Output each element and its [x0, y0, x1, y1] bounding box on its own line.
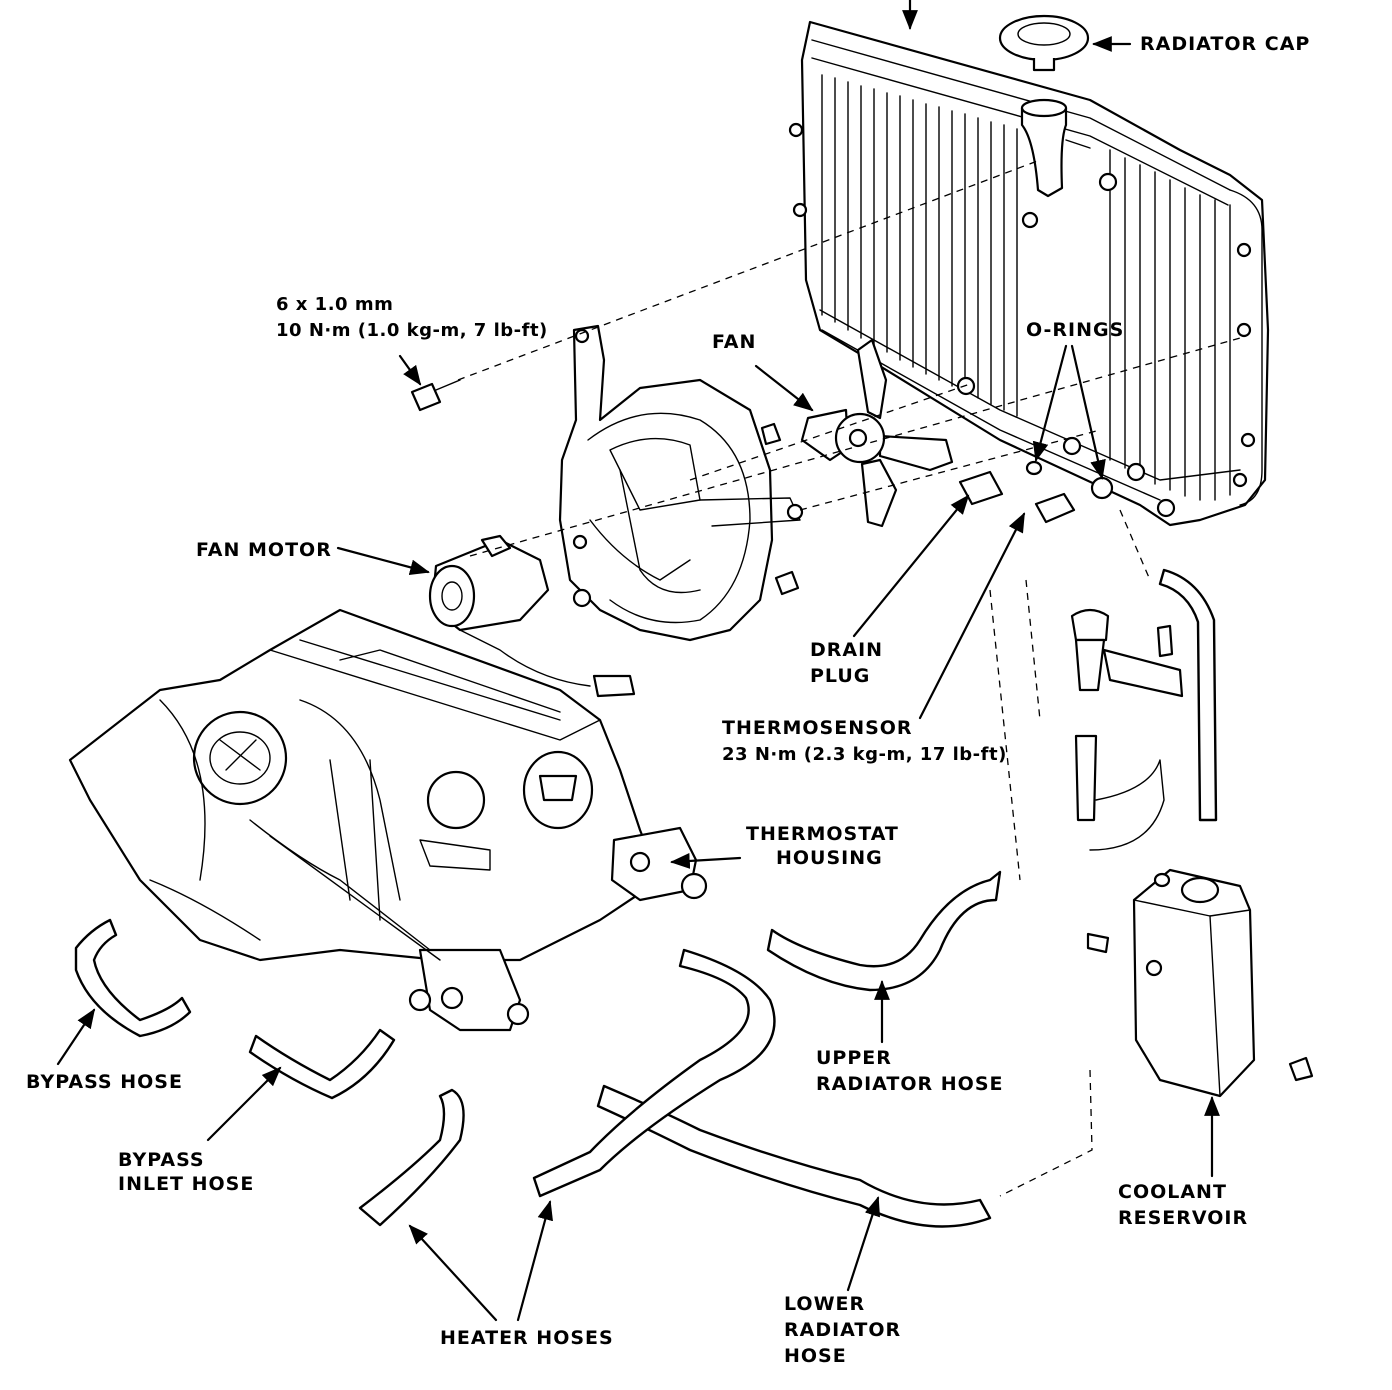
- label-inlet-hose: INLET HOSE: [118, 1173, 254, 1195]
- label-fan: FAN: [712, 331, 756, 353]
- heater-hose-1: [532, 948, 776, 1198]
- label-fan-motor: FAN MOTOR: [196, 539, 332, 561]
- o-ring-2: [1090, 476, 1114, 500]
- upper-radiator-hose: [766, 870, 1002, 992]
- reservoir-hose: [1158, 568, 1218, 822]
- radiator-cap: [998, 14, 1090, 72]
- label-lower-hose: HOSE: [784, 1345, 847, 1367]
- label-thermostat: THERMOSTAT: [746, 823, 899, 845]
- label-thermosensor: THERMOSENSOR: [722, 717, 913, 739]
- label-upper: UPPER: [816, 1047, 892, 1069]
- bolt-3: [774, 570, 800, 596]
- label-housing: HOUSING: [776, 847, 883, 869]
- radiator-core: [821, 74, 1231, 501]
- o-ring-1: [1025, 460, 1043, 476]
- coolant-reservoir: [1070, 608, 1314, 1098]
- label-radiator-cap: RADIATOR CAP: [1140, 33, 1310, 55]
- fan-shroud: [558, 324, 804, 642]
- thermosensor: [1034, 492, 1076, 524]
- leader-lines: [56, 0, 1220, 1322]
- label-bypass: BYPASS: [118, 1149, 205, 1171]
- engine: [68, 608, 708, 1032]
- label-bypass-hose: BYPASS HOSE: [26, 1071, 183, 1093]
- label-heater-hoses: HEATER HOSES: [440, 1327, 614, 1349]
- bypass-hose: [74, 918, 192, 1038]
- fan: [800, 338, 954, 528]
- label-bolt-size: 6 x 1.0 mm: [276, 294, 393, 315]
- lower-radiator-hose: [596, 1084, 992, 1228]
- label-coolant: COOLANT: [1118, 1181, 1227, 1203]
- heater-hose-2: [358, 1088, 465, 1227]
- label-lower-radiator: RADIATOR: [784, 1319, 901, 1341]
- radiator: [788, 20, 1270, 527]
- fan-motor: [428, 534, 636, 698]
- assembly-lines: [457, 159, 1241, 1197]
- bolt-2: [760, 422, 782, 446]
- label-radiator-hose: RADIATOR HOSE: [816, 1073, 1003, 1095]
- label-thermosensor-torque: 23 N·m (2.3 kg-m, 17 lb-ft): [722, 744, 1007, 765]
- label-reservoir: RESERVOIR: [1118, 1207, 1248, 1229]
- label-plug: PLUG: [810, 665, 870, 687]
- bypass-inlet-hose: [248, 1028, 396, 1100]
- label-lower: LOWER: [784, 1293, 865, 1315]
- label-bolt-torque: 10 N·m (1.0 kg-m, 7 lb-ft): [276, 320, 548, 341]
- label-o-rings: O-RINGS: [1026, 319, 1124, 341]
- bolt: [410, 379, 461, 412]
- label-drain: DRAIN: [810, 639, 883, 661]
